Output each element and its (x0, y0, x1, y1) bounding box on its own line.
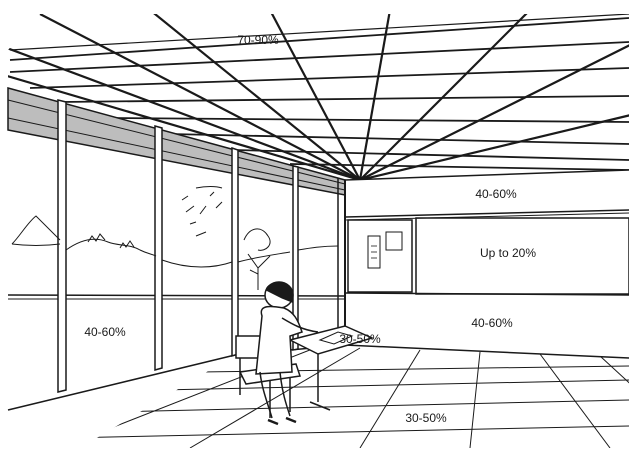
floor (60, 346, 629, 448)
upper-wall-reflectance-label: 40-60% (475, 187, 517, 201)
desk-reflectance-label: 30-50% (339, 332, 381, 346)
ceiling-reflectance-label: 70-90% (237, 33, 279, 47)
window-wall-reflectance-label: 40-60% (84, 325, 126, 339)
bulletin-board (348, 220, 412, 292)
floor-reflectance-label: 30-50% (405, 411, 447, 425)
student (256, 282, 318, 424)
lower-wall-reflectance-label: 40-60% (471, 316, 513, 330)
reflectance-labels: 70-90% 40-60% Up to 20% 40-60% 40-60% 30… (84, 33, 536, 425)
desk-foot (310, 402, 330, 410)
chalkboard-reflectance-label: Up to 20% (480, 246, 536, 260)
ceiling-grid-main (0, 10, 629, 180)
ceiling (0, 10, 629, 180)
